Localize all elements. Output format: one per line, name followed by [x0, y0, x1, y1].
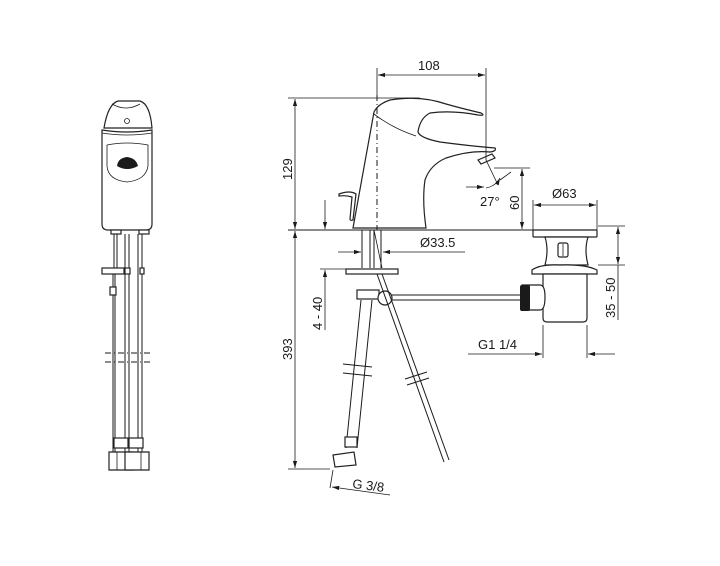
pop-up-waste-view: [520, 229, 598, 323]
dim-waste-height: 35 - 50: [603, 278, 618, 318]
dim-base-diameter: Ø33.5: [420, 235, 455, 250]
dimensions: 108 129 60 27° Ø33.5 4 - 40 393 G 3/8: [280, 58, 625, 496]
dim-height-above-deck: 129: [280, 158, 295, 180]
dim-spout-angle: 27°: [480, 194, 500, 209]
dim-waste-thread: G1 1/4: [478, 337, 517, 352]
dim-deck-thickness: 4 - 40: [310, 297, 325, 330]
dim-spout-height: 60: [507, 196, 522, 210]
dim-total-height: 393: [280, 338, 295, 360]
dim-hose-thread: G 3/8: [352, 476, 385, 495]
front-view: [101, 100, 153, 471]
dim-waste-diameter: Ø63: [552, 186, 577, 201]
side-view: [288, 95, 540, 468]
dim-spout-reach: 108: [418, 58, 440, 73]
